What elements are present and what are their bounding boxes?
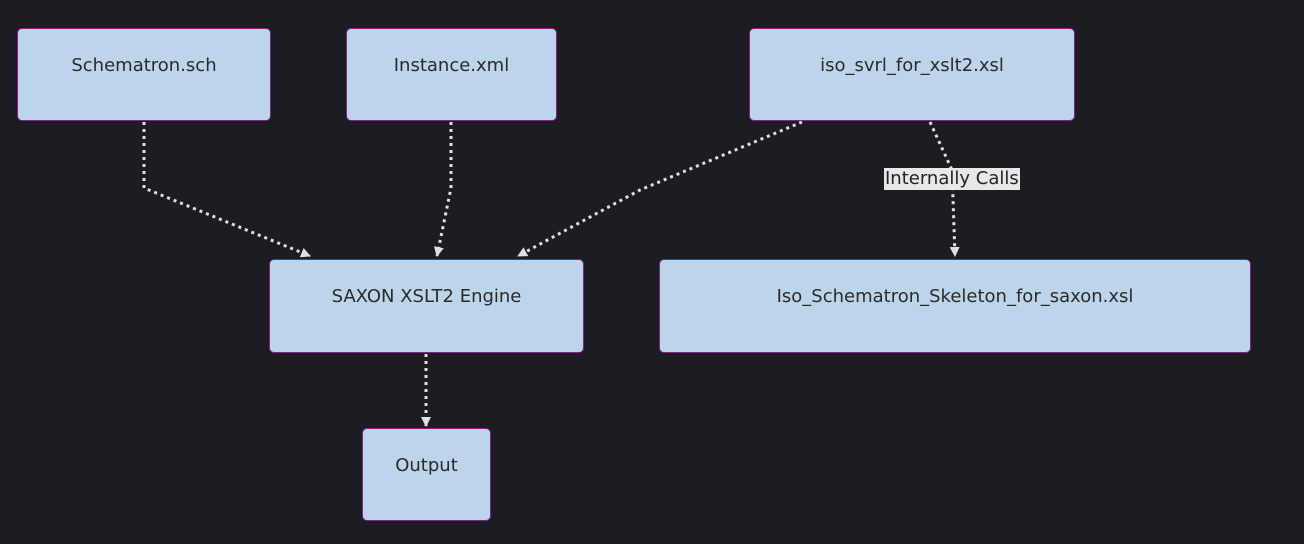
node-saxon-engine[interactable]: SAXON XSLT2 Engine — [269, 259, 584, 353]
edge-instance-to-saxon — [433, 122, 453, 257]
edge-svrl-to-saxon — [517, 120, 803, 258]
node-svrl-label: iso_svrl_for_xslt2.xsl — [820, 55, 1004, 76]
node-output[interactable]: Output — [362, 428, 491, 521]
node-skeleton[interactable]: Iso_Schematron_Skeleton_for_saxon.xsl — [659, 259, 1251, 353]
node-instance[interactable]: Instance.xml — [346, 28, 557, 121]
node-svrl[interactable]: iso_svrl_for_xslt2.xsl — [749, 28, 1075, 121]
node-instance-label: Instance.xml — [393, 55, 510, 76]
node-output-label: Output — [395, 455, 458, 476]
node-saxon-engine-label: SAXON XSLT2 Engine — [331, 286, 522, 307]
edge-schematron-to-saxon — [142, 122, 311, 258]
node-schematron[interactable]: Schematron.sch — [17, 28, 271, 121]
node-schematron-label: Schematron.sch — [71, 55, 217, 76]
node-skeleton-label: Iso_Schematron_Skeleton_for_saxon.xsl — [776, 286, 1134, 307]
edge-label-internally-calls: Internally Calls — [884, 168, 1020, 190]
